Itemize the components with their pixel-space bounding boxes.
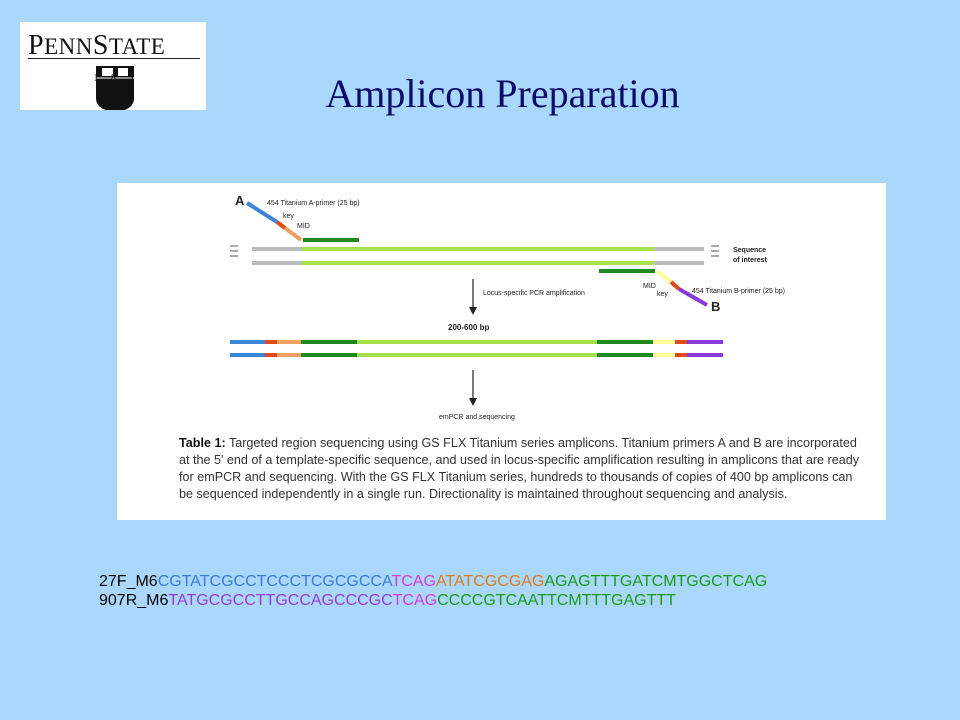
figure-caption: Table 1: Targeted region sequencing usin… xyxy=(179,435,869,503)
template-insert-0 xyxy=(302,247,654,251)
sequence-segment: CGTATCGCCTCCCTCGCGCCA xyxy=(157,573,392,590)
primer-b-label: 454 Titanium B-primer (25 bp) xyxy=(692,288,785,295)
amplicon-mid-a-0 xyxy=(277,340,301,344)
logo-wordmark: PENNSTATE xyxy=(28,30,166,61)
size-label: 200-600 bp xyxy=(448,323,489,332)
key-b-label: key xyxy=(657,291,668,298)
penn-state-logo: PENNSTATE 1 8 5 5 xyxy=(20,22,206,110)
logo-rule xyxy=(28,58,200,59)
amplicon-key-a-0 xyxy=(265,340,277,344)
slide-title: Amplicon Preparation xyxy=(325,71,680,116)
mid-a-label: MID xyxy=(297,223,310,230)
template-flank-left-0 xyxy=(252,247,302,251)
amplicon-insert-0 xyxy=(357,340,597,344)
sequence-segment: ATATCGCGAG xyxy=(435,573,545,590)
mid-b-label: MID xyxy=(643,283,656,290)
primer-a-segment xyxy=(245,201,279,224)
amplicon-primer-a-1 xyxy=(230,353,265,357)
amplicon-key-b-0 xyxy=(675,340,687,344)
key-a-segment xyxy=(275,220,287,230)
label-b: B xyxy=(711,299,720,314)
amplicon-mid-b-0 xyxy=(653,340,675,344)
logo-year: 1 8 5 5 xyxy=(93,73,139,95)
label-a: A xyxy=(235,193,245,208)
sequence-line: 907R_M6TATGCGCCTTGCCAGCCCGCTCAGCCCCGTCAA… xyxy=(99,592,676,610)
amplicon-mid-b-1 xyxy=(653,353,675,357)
amplicon-key-b-1 xyxy=(675,353,687,357)
sequence-segment: 907R_M6 xyxy=(99,592,169,609)
shield-icon xyxy=(96,66,134,110)
amplicon-specific-a-1 xyxy=(301,353,357,357)
amplicon-key-a-1 xyxy=(265,353,277,357)
sequence-segment: AGAGTTTGATCMTGGCTCAG xyxy=(544,573,768,590)
amplicon-primer-b-0 xyxy=(687,340,723,344)
caption-label: Table 1: xyxy=(179,436,226,450)
sequence-segment: TCAG xyxy=(392,592,438,609)
primer-a-label: 454 Titanium A-primer (25 bp) xyxy=(267,200,360,207)
sequence-label-2: of interest xyxy=(733,257,768,264)
mid-b-segment xyxy=(655,269,673,284)
step1-label: Locus-specific PCR amplification xyxy=(483,290,585,297)
arrow-2-head xyxy=(469,398,477,406)
amplicon-primer-a-0 xyxy=(230,340,265,344)
amplicon-specific-a-0 xyxy=(301,340,357,344)
template-flank-left-1 xyxy=(252,261,302,265)
amplicon-specific-b-0 xyxy=(597,340,653,344)
template-insert-1 xyxy=(302,261,654,265)
sequence-segment: TATGCGCCTTGCCAGCCCGC xyxy=(168,592,393,609)
sequence-line: 27F_M6CGTATCGCCTCCCTCGCGCCATCAGATATCGCGA… xyxy=(99,573,767,591)
sequence-segment: CCCCGTCAATTCMTTTGAGTTT xyxy=(437,592,676,609)
primer-b-segment xyxy=(678,287,708,307)
key-b-segment xyxy=(669,280,681,291)
step2-label: emPCR and sequencing xyxy=(439,414,515,421)
sequence-segment: TCAG xyxy=(391,573,436,590)
sequence-segment: 27F_M6 xyxy=(99,573,158,590)
amplicon-primer-b-1 xyxy=(687,353,723,357)
caption-text: Targeted region sequencing using GS FLX … xyxy=(179,436,860,501)
arrow-1-head xyxy=(469,307,477,315)
amplicon-insert-1 xyxy=(357,353,597,357)
sequence-label-1: Sequence xyxy=(733,247,766,254)
template-flank-right-1 xyxy=(654,261,704,265)
mid-a-segment xyxy=(283,226,303,242)
specific-primer-a xyxy=(303,238,359,242)
specific-primer-b xyxy=(599,269,655,273)
amplicon-mid-a-1 xyxy=(277,353,301,357)
amplicon-specific-b-1 xyxy=(597,353,653,357)
key-a-label: key xyxy=(283,213,294,220)
template-flank-right-0 xyxy=(654,247,704,251)
